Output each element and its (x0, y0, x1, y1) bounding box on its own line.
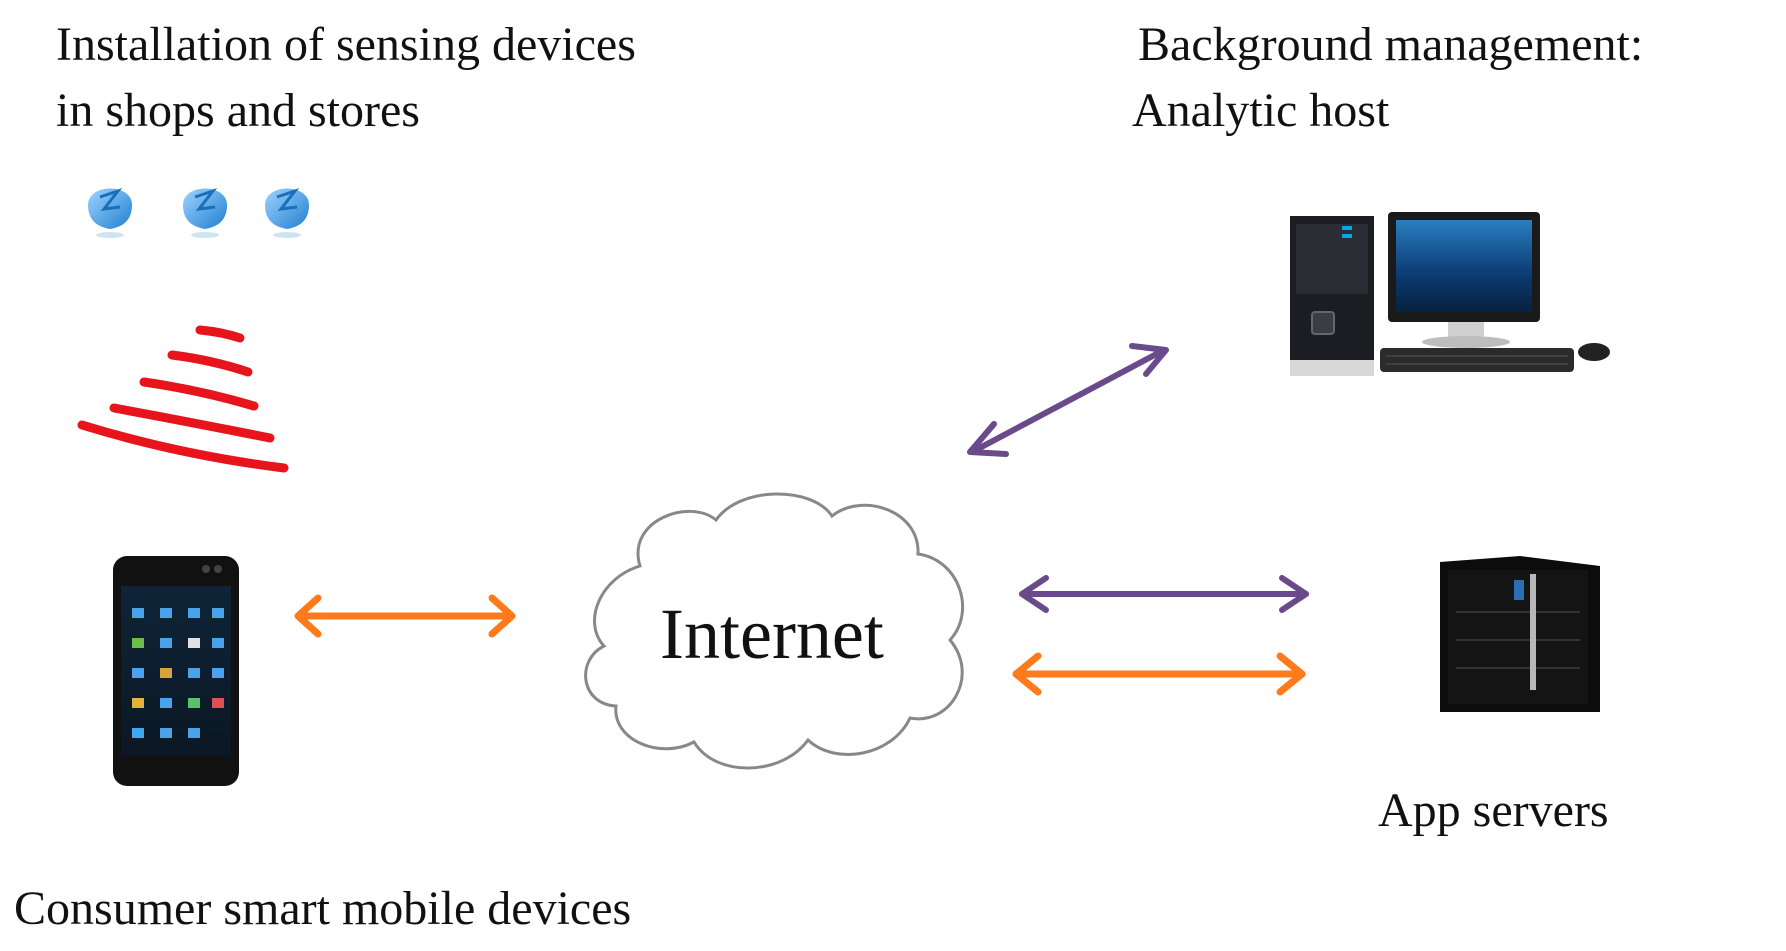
server-icon (1440, 556, 1600, 712)
sensing-label-line1: Installation of sensing devices (56, 18, 636, 71)
arrow-internet-servers-orange (1012, 652, 1306, 696)
smartphone-icon (113, 556, 239, 786)
arrow-phone-internet (294, 594, 516, 638)
arrow-internet-servers-purple (1019, 575, 1309, 613)
beacon-icon (88, 188, 309, 238)
sensing-devices-label: Installation of sensing devices in shops… (56, 12, 636, 144)
sensing-label-line2: in shops and stores (56, 84, 420, 137)
app-servers-label: App servers (1378, 784, 1609, 837)
arrow-internet-analytic (967, 343, 1169, 457)
background-management-label: Background management: (1138, 18, 1644, 71)
consumer-devices-label: Consumer smart mobile devices (14, 882, 632, 935)
cloud-icon (584, 492, 965, 770)
analytic-host-label: Analytic host (1132, 84, 1390, 137)
desktop-computer-icon (1290, 212, 1610, 376)
signal-waves-icon (77, 325, 289, 473)
internet-label: Internet (660, 594, 884, 674)
